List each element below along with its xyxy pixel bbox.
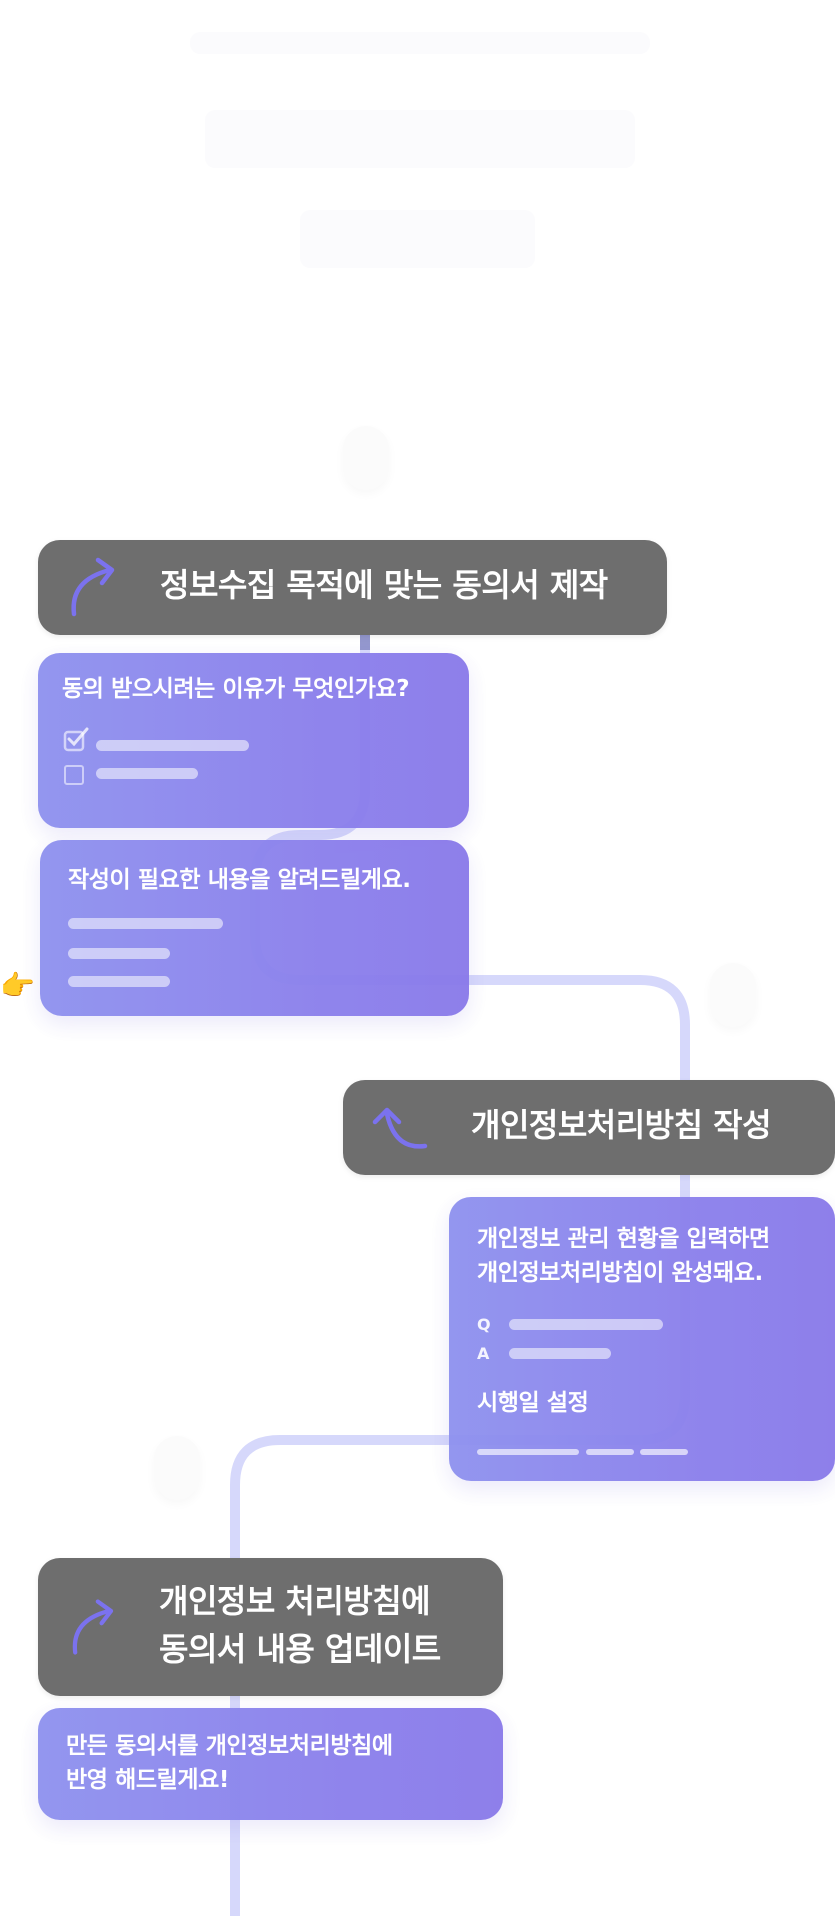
location-pin-icon [710,963,756,1027]
card-text-line-2: 개인정보처리방침이 완성돼요. [477,1260,763,1286]
pointing-hand-icon: 👉 [0,969,35,1002]
option-bar-1 [96,740,249,751]
consent-question-card: 동의 받으시려는 이유가 무엇인가요? [38,653,469,828]
card-question-text: 작성이 필요한 내용을 알려드릴게요. [68,867,411,893]
curved-arrow-icon [372,1107,428,1149]
date-bar-3 [640,1449,688,1455]
step-3-title-line-1: 개인정보 처리방침에 [159,1582,431,1620]
content-bar-3 [68,976,170,987]
date-bar-1 [477,1449,579,1455]
privacy-policy-card: 개인정보 관리 현황을 입력하면 개인정보처리방침이 완성돼요. Q A 시행일… [449,1197,835,1481]
ghost-header-line-3 [300,210,535,268]
curved-arrow-icon [71,557,115,617]
required-content-card: 작성이 필요한 내용을 알려드릴게요. [40,840,469,1016]
location-pin-icon [343,426,389,490]
q-label: Q [477,1315,491,1334]
content-bar-2 [68,948,170,959]
location-pin-icon [154,1436,200,1500]
step-2-pill: 개인정보처리방침 작성 [343,1080,835,1175]
ghost-header-line-1 [190,32,650,54]
checkbox-empty-icon [64,765,84,785]
card-text-line-1: 개인정보 관리 현황을 입력하면 [477,1226,770,1252]
step-1-title: 정보수집 목적에 맞는 동의서 제작 [160,566,608,604]
question-bar [509,1319,663,1330]
a-label: A [477,1344,490,1363]
card-text-line-2: 반영 해드릴게요! [66,1767,230,1793]
step-3-pill: 개인정보 처리방침에 동의서 내용 업데이트 [38,1558,503,1696]
date-bar-2 [586,1449,634,1455]
step-2-title: 개인정보처리방침 작성 [471,1106,772,1144]
card-text-line-1: 만든 동의서를 개인정보처리방침에 [66,1733,393,1759]
content-bar-1 [68,918,223,929]
card-question-text: 동의 받으시려는 이유가 무엇인가요? [62,676,410,702]
ghost-header-line-2 [205,110,635,168]
answer-bar [509,1348,611,1359]
effective-date-label: 시행일 설정 [477,1390,589,1416]
update-policy-card: 만든 동의서를 개인정보처리방침에 반영 해드릴게요! [38,1708,503,1820]
option-bar-2 [96,768,198,779]
curved-arrow-icon [72,1599,114,1655]
step-1-pill: 정보수집 목적에 맞는 동의서 제작 [38,540,667,635]
step-3-title-line-2: 동의서 내용 업데이트 [159,1630,441,1668]
checkbox-checked-icon [63,727,89,752]
